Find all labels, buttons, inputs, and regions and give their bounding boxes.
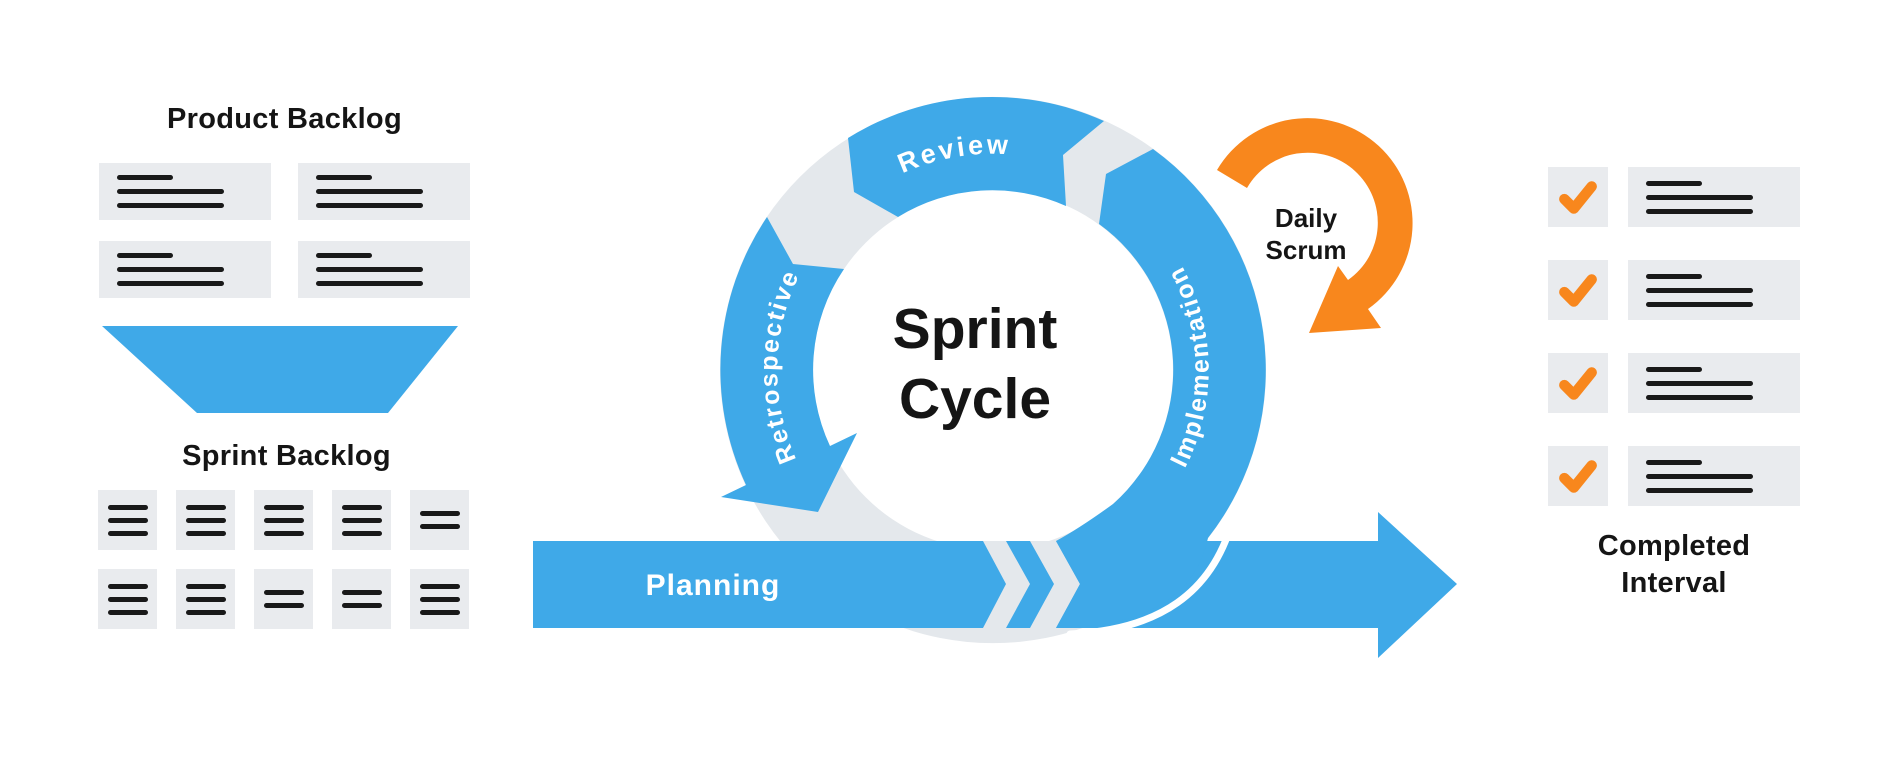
completed-row (1548, 353, 1800, 413)
sprint-task-card (254, 569, 313, 629)
segment-retrospective (720, 217, 857, 512)
segment-implementation (1056, 149, 1266, 628)
completed-row (1548, 167, 1800, 227)
sprint-task-card (254, 490, 313, 550)
backlog-card (99, 163, 271, 220)
sprint-task-card (332, 490, 391, 550)
center-title-line2: Cycle (899, 367, 1051, 431)
sprint-task-card (410, 569, 469, 629)
completed-card (1628, 260, 1800, 320)
chevron-divider (1030, 541, 1080, 628)
sprint-backlog-cards (98, 490, 469, 629)
sprint-task-card (332, 569, 391, 629)
completed-card (1628, 446, 1800, 506)
center-title-line1: Sprint (893, 297, 1058, 361)
sprint-task-card (176, 490, 235, 550)
product-backlog-title: Product Backlog (167, 103, 402, 135)
segment-review (848, 96, 1104, 217)
check-square (1548, 260, 1608, 320)
completed-card (1628, 167, 1800, 227)
planning-label: Planning (646, 569, 781, 602)
checkmark-icon (1559, 367, 1597, 400)
backlog-card (99, 241, 271, 298)
backlog-card (298, 163, 470, 220)
completed-interval-line2: Interval (1621, 567, 1727, 599)
completed-interval-line1: Completed (1597, 530, 1751, 562)
completed-row (1548, 260, 1800, 320)
product-backlog-cards (99, 163, 470, 298)
sprint-task-card (410, 490, 469, 550)
sprint-task-card (98, 569, 157, 629)
daily-scrum-label-line2: Scrum (1266, 235, 1347, 265)
checkmark-icon (1559, 274, 1597, 307)
backlog-card (298, 241, 470, 298)
daily-scrum-label-line1: Daily (1275, 203, 1338, 233)
planning-bar (533, 541, 1006, 628)
loop-seam (1066, 426, 1268, 638)
funnel-shape (102, 326, 458, 413)
daily-scrum-loop-arrow (1217, 118, 1413, 334)
completed-card (1628, 353, 1800, 413)
sprint-backlog-title: Sprint Backlog (182, 440, 391, 472)
check-square (1548, 353, 1608, 413)
sprint-task-card (98, 490, 157, 550)
check-square (1548, 446, 1608, 506)
completed-list (1548, 167, 1800, 506)
completed-row (1548, 446, 1800, 506)
sprint-task-card (176, 569, 235, 629)
check-square (1548, 167, 1608, 227)
completed-interval-title: Completed Interval (1548, 528, 1800, 602)
checkmark-icon (1559, 181, 1597, 214)
checkmark-icon (1559, 460, 1597, 493)
